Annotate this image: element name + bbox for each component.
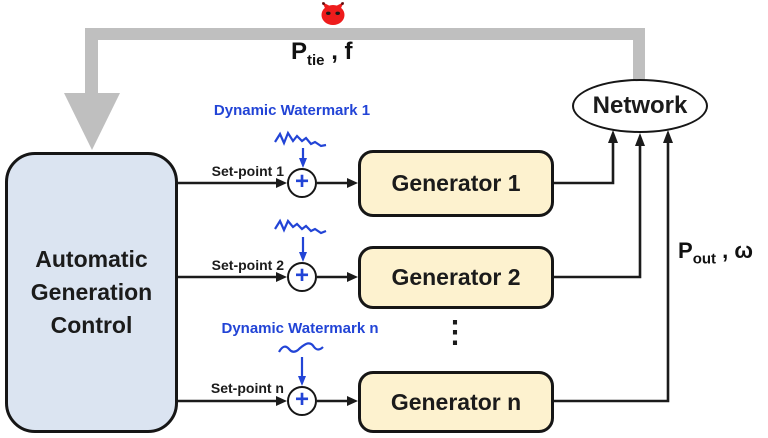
watermark-wave-n [278, 342, 324, 353]
feedback-right-drop [633, 28, 645, 80]
watermark-signals [274, 130, 327, 386]
watermark-arrowhead-1 [299, 158, 307, 168]
watermark-arrowhead-2 [299, 252, 307, 262]
feedback-path [64, 28, 645, 150]
tie-label-main: P [291, 38, 308, 65]
setpoint-n-label: Set-point n [210, 380, 284, 396]
summing-junction-1: + [287, 168, 317, 198]
setpoint-2-label: Set-point 2 [211, 257, 284, 273]
network-block: Network [572, 79, 708, 133]
generator-1-block: Generator 1 [358, 150, 554, 217]
summing-junction-2: + [287, 262, 317, 292]
tie-label-rest: , f [324, 38, 353, 65]
out-label-sub: out [692, 250, 717, 268]
watermark-wave-2 [274, 218, 327, 235]
out-label-rest: , ω [716, 238, 753, 263]
out-label-main: P [678, 238, 693, 263]
dynamic-watermark-1-label: Dynamic Watermark 1 [213, 102, 371, 119]
feedback-horizontal-bar [85, 28, 645, 40]
generator-n-block: Generator n [358, 371, 554, 433]
setpoint-1-label: Set-point 1 [211, 163, 284, 179]
automatic-generation-control-block: Automatic Generation Control [5, 152, 178, 433]
tie-line-signal-label: Ptie , f [291, 38, 353, 69]
feedback-arrowhead [64, 93, 120, 150]
signal-lines [178, 130, 673, 406]
tie-label-sub: tie [307, 51, 325, 69]
agc-label-line1: Automatic [35, 246, 148, 272]
agc-label-line3: Control [50, 312, 133, 338]
attacker-devil-icon [321, 2, 345, 25]
summing-junction-n: + [287, 386, 317, 416]
watermark-wave-1 [274, 130, 327, 148]
dynamic-watermark-n-label: Dynamic Watermark n [221, 320, 379, 337]
output-signal-label: Pout , ω [678, 238, 753, 267]
feedback-left-drop [85, 28, 98, 94]
vertical-ellipsis: ⋮ [440, 316, 470, 349]
watermark-arrowhead-n [298, 376, 306, 386]
generator-2-block: Generator 2 [358, 246, 554, 309]
agc-label-line2: Generation [30, 279, 153, 305]
